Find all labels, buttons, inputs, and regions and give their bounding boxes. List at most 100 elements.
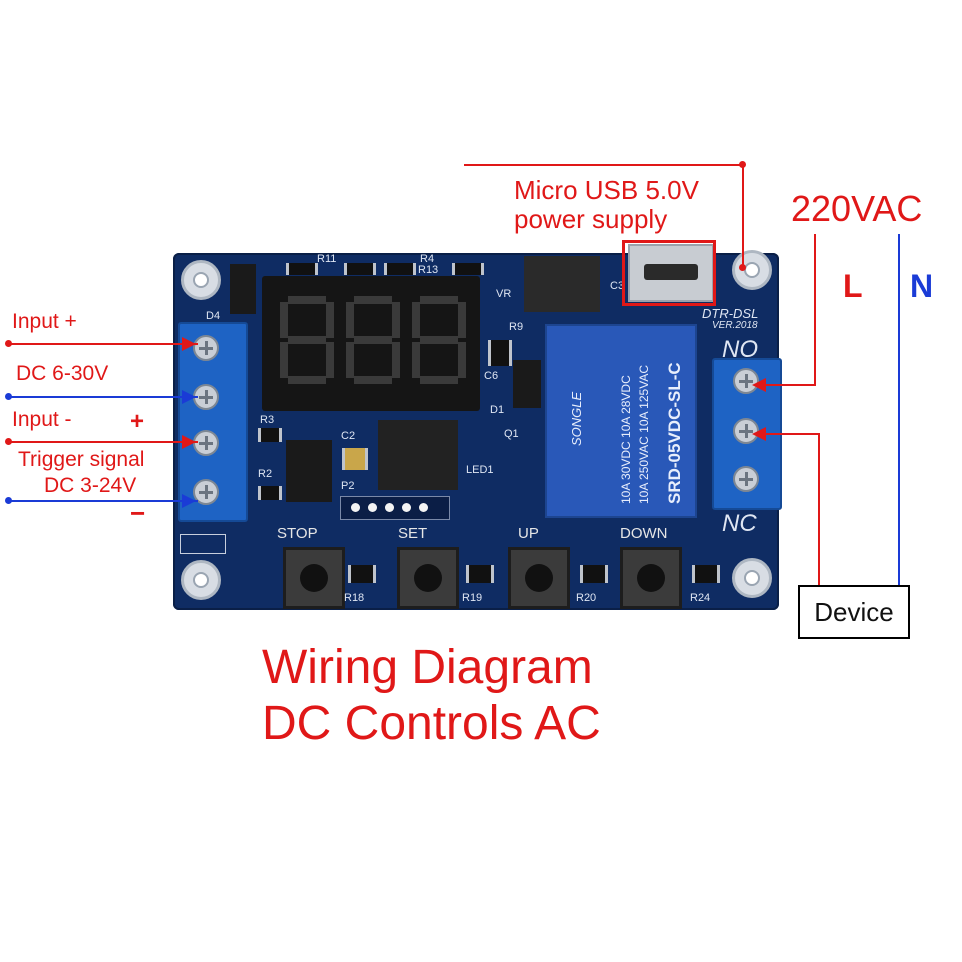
optocoupler-chip [286,440,332,502]
power-pad [180,534,226,554]
usb-label-line1: Micro USB 5.0V [514,175,699,205]
screw-icon [193,430,219,456]
l-wire [814,234,816,386]
voltage-regulator [524,256,600,312]
silk-c6: C6 [484,370,499,382]
micro-usb-port [628,244,714,302]
relay-rating-text: 10A 250VAC 10A 125VAC [637,365,651,504]
silk-p2: P2 [341,480,355,492]
silk-c3: C3 [610,280,625,292]
usb-callout-wire [464,164,744,166]
smd-resistor [452,263,484,275]
silk-r19: R19 [462,592,483,604]
device-box: Device [798,585,910,639]
input-minus-label: Input - [12,408,72,431]
input-plus-wire [8,343,198,345]
up-button-label: UP [518,525,539,542]
silk-r18: R18 [344,592,365,604]
wire-dot [5,393,12,400]
silk-c2: C2 [341,430,356,442]
arrow-icon [182,494,196,508]
trigger-plus-wire [8,441,198,443]
silk-r20: R20 [576,592,597,604]
smd-resistor [258,428,282,442]
diode-d4 [230,264,256,314]
silk-d1: D1 [490,404,505,416]
mounting-hole [732,250,772,290]
silk-r13: R13 [418,264,439,276]
display-digit [280,296,334,384]
mounting-hole [181,260,221,300]
silk-r11: R11 [317,253,337,265]
relay-brand-text: SONGLE [569,391,584,446]
stop-button[interactable] [283,547,345,609]
smd-resistor [692,565,720,583]
board-model: DTR-DSL [702,306,759,321]
smd-resistor [344,263,376,275]
silk-r9: R9 [509,321,524,333]
wire-dot [5,497,12,504]
silk-vr: VR [496,288,512,300]
arrow-icon [752,378,766,392]
screw-icon [193,335,219,361]
no-terminal-label: NO [722,336,758,363]
smd-resistor [384,263,416,275]
wire-dot [5,438,12,445]
silk-r24: R24 [690,592,711,604]
display-digit [346,296,400,384]
set-button[interactable] [397,547,459,609]
stop-button-label: STOP [277,525,318,542]
input-minus-wire [8,396,198,398]
set-button-label: SET [398,525,428,542]
relay-module: SRD-05VDC-SL-C 10A 250VAC 10A 125VAC 10A… [545,324,697,518]
vac-label: 220VAC [791,188,923,229]
board-version: VER.2018 [712,320,758,331]
mounting-hole [181,560,221,600]
title-line2: DC Controls AC [262,697,601,750]
arrow-icon [182,337,196,351]
silk-r3: R3 [260,414,275,426]
up-button[interactable] [508,547,570,609]
device-wire [762,433,820,435]
device-wire [818,433,820,586]
n-label: N [910,268,934,304]
arrow-icon [752,427,766,441]
usb-label-line2: power supply [514,204,668,234]
screw-icon [733,466,759,492]
usb-callout-wire [742,164,744,268]
silk-r2: R2 [258,468,273,480]
minus-sign: − [130,498,146,528]
silk-led1: LED1 [466,464,494,476]
plus-sign: + [130,408,145,435]
silk-d4: D4 [206,310,221,322]
silk-r4: R4 [420,253,435,265]
relay-rating-text: 10A 30VDC 10A 28VDC [619,375,633,504]
smd-resistor [580,565,608,583]
down-button-label: DOWN [620,525,668,542]
device-label: Device [814,596,894,627]
display-digit [412,296,466,384]
transistor [513,360,541,408]
smd-capacitor [342,448,368,470]
microcontroller-chip [378,420,458,490]
dc-6-30-label: DC 6-30V [16,362,109,385]
n-wire [898,234,900,586]
smd-resistor [258,486,282,500]
nc-terminal-label: NC [722,510,757,537]
p2-header [340,496,450,520]
l-wire [762,384,816,386]
trigger-label: Trigger signal [18,448,145,471]
wire-dot [5,340,12,347]
silk-q1: Q1 [504,428,519,440]
smd-resistor [348,565,376,583]
wire-dot [739,264,746,271]
seven-segment-display [262,276,480,411]
down-button[interactable] [620,547,682,609]
input-plus-label: Input + [12,310,77,333]
dc-3-24-label: DC 3-24V [44,474,137,497]
smd-resistor [466,565,494,583]
l-label: L [843,268,863,304]
title-line1: Wiring Diagram [262,641,593,694]
smd-resistor [286,263,318,275]
wire-dot [739,161,746,168]
